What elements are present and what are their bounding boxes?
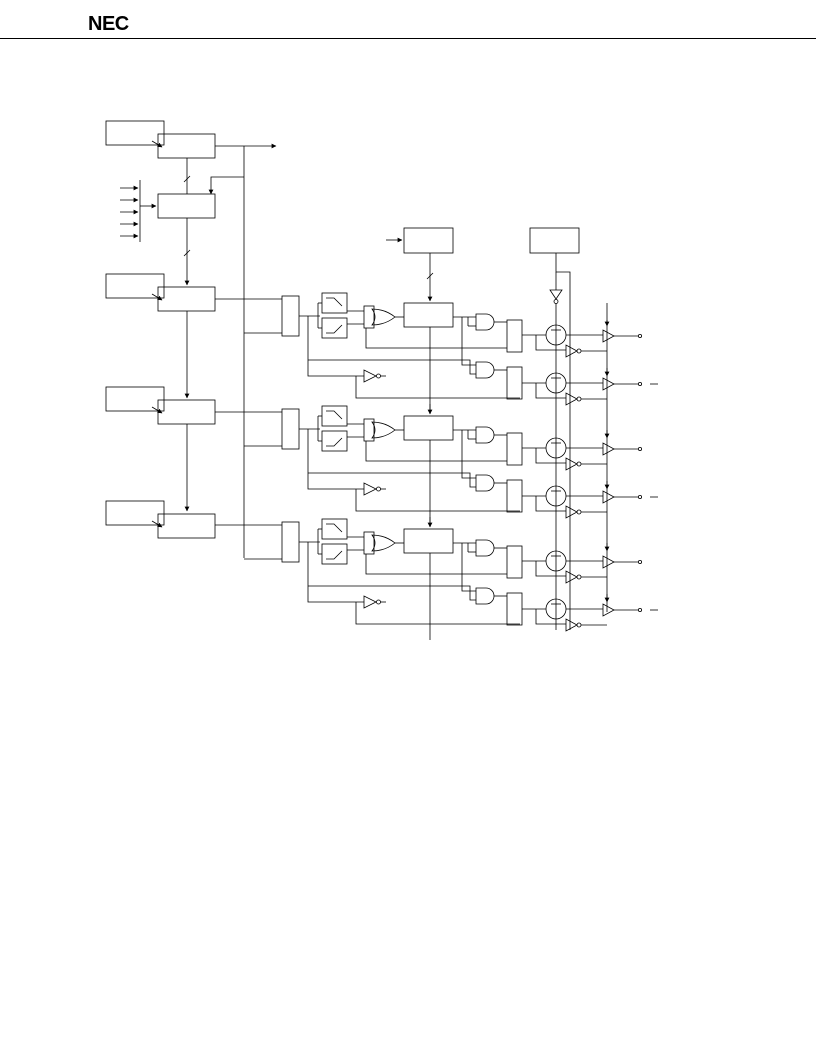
ch3-ff-box-b	[506, 592, 523, 626]
ch1-and-gate-a	[475, 313, 495, 331]
ch3-ff-box-a	[506, 545, 523, 579]
ch2-register-box	[105, 386, 165, 412]
ch1-latch-box	[363, 305, 375, 329]
ch3-and-gate-b	[475, 587, 495, 605]
ch3-out-pin-b	[638, 608, 643, 613]
ch2-counter-box	[157, 399, 216, 425]
ch1-out-buffer-a	[602, 329, 615, 343]
ch1-edge-fall-box	[321, 317, 348, 339]
ch1-out-buffer-b	[602, 377, 615, 391]
ch2-out-buffer-b	[602, 490, 615, 504]
ch1-out-pin-b	[638, 381, 643, 386]
ch2-and-gate-a	[475, 426, 495, 444]
header-rule	[0, 38, 816, 39]
ch2-buffer-a	[565, 457, 578, 471]
ch1-edge-rise-box	[321, 292, 348, 314]
ch3-and-gate-a	[475, 539, 495, 557]
ch1-mux-box	[281, 295, 300, 337]
ch1-buffer-a	[565, 344, 578, 358]
ch2-timer-box	[403, 415, 454, 441]
ch3-mux-box	[281, 521, 300, 563]
ch3-latch-box	[363, 531, 375, 555]
ch3-buffer-a	[565, 570, 578, 584]
top-register-box	[105, 120, 165, 146]
ch3-out-pin-a	[638, 560, 643, 565]
selector-box	[157, 193, 216, 219]
ch2-or-gate	[371, 421, 396, 439]
ch2-ff-box-a	[506, 432, 523, 466]
ch1-or-gate	[371, 308, 396, 326]
ch1-register-box	[105, 273, 165, 299]
ch1-out-pin-a	[638, 333, 643, 338]
upper-control-blocks	[386, 227, 580, 630]
page-header: NEC	[0, 0, 816, 40]
ch3-timer-box	[403, 528, 454, 554]
ch1-ff-box-b	[506, 366, 523, 400]
ch1-inverter	[363, 369, 377, 383]
ch2-inverter	[363, 482, 377, 496]
ch2-mux-box	[281, 408, 300, 450]
ch2-edge-rise-box	[321, 405, 348, 427]
ch3-out-buffer-a	[602, 555, 615, 569]
ch3-out-buffer-b	[602, 603, 615, 617]
nec-logo: NEC	[88, 13, 129, 35]
ch2-out-buffer-a	[602, 442, 615, 456]
ch3-buffer-b	[565, 618, 578, 632]
ch3-inverter	[363, 595, 377, 609]
ch1-buffer-b	[565, 392, 578, 406]
ch3-register-box	[105, 500, 165, 526]
ch1-ff-box-a	[506, 319, 523, 353]
ch3-edge-fall-box	[321, 543, 348, 565]
ch2-out-pin-b	[638, 494, 643, 499]
ch1-timer-box	[403, 302, 454, 328]
top-counter-box	[157, 133, 216, 159]
ch1-and-gate-b	[475, 361, 495, 379]
ch3-edge-rise-box	[321, 518, 348, 540]
ch2-ff-box-b	[506, 479, 523, 513]
ch2-out-pin-a	[638, 446, 643, 451]
ch1-counter-box	[157, 286, 216, 312]
left-register-column	[105, 120, 277, 558]
ch3-counter-box	[157, 513, 216, 539]
right-control-box	[529, 227, 580, 254]
center-control-box	[403, 227, 454, 254]
ch2-and-gate-b	[475, 474, 495, 492]
ch2-latch-box	[363, 418, 375, 442]
ch2-edge-fall-box	[321, 430, 348, 452]
ch2-buffer-b	[565, 505, 578, 519]
ch3-or-gate	[371, 534, 396, 552]
